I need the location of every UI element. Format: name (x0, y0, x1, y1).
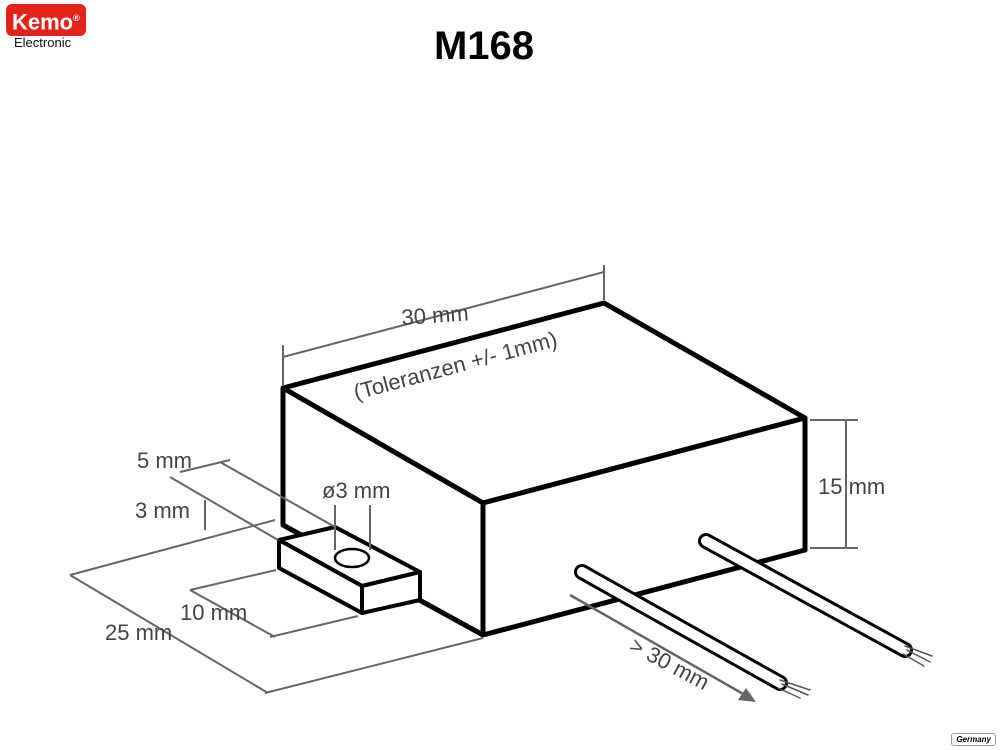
tab-width-label: 5 mm (137, 448, 192, 473)
width-label: 25 mm (105, 620, 172, 645)
module-body (280, 300, 808, 638)
page-title: M168 (433, 24, 535, 68)
arrow-head-icon (738, 688, 756, 702)
length-label: 30 mm (401, 300, 470, 330)
logo-brand: Kemo (12, 9, 74, 35)
logo-registered: ® (73, 13, 80, 23)
logo-subtitle: Electronic (14, 35, 72, 51)
dimension-lines (69, 265, 858, 697)
wires (574, 533, 933, 699)
mounting-tab (277, 525, 422, 615)
made-in-germany-badge: Germany (951, 733, 996, 746)
hole-diameter-label: ø3 mm (322, 478, 390, 503)
tab-length-label: 10 mm (180, 600, 247, 625)
height-label: 15 mm (818, 474, 885, 499)
tab-thickness-label: 3 mm (135, 498, 190, 523)
mounting-hole (333, 547, 371, 569)
kemo-logo: Kemo® Electronic (6, 4, 94, 50)
